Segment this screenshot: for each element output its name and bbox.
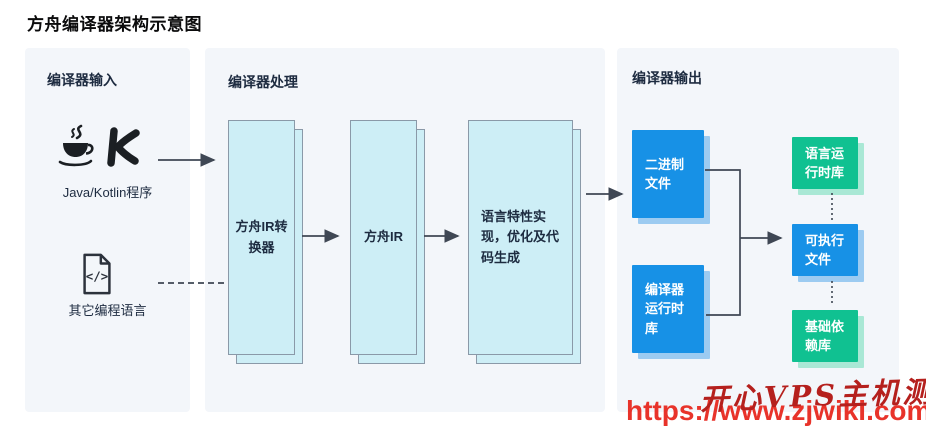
watermark-url: https://www.zjwiki.com	[626, 395, 926, 426]
java-kotlin-label: Java/Kotlin程序	[62, 185, 153, 200]
panel-input-title: 编译器输入	[47, 72, 117, 88]
java-icon	[56, 124, 98, 175]
process-box-label: 语言特性实现，优化及代码生成	[468, 120, 573, 355]
output-box-label: 基础依赖库	[805, 318, 845, 354]
kotlin-icon	[105, 126, 141, 173]
panel-output-title: 编译器输出	[632, 70, 702, 86]
output-box-label: 可执行文件	[805, 232, 845, 268]
process-box-ark-ir-converter: 方舟IR转换器	[228, 120, 303, 364]
process-box-label: 方舟IR	[350, 120, 417, 355]
panel-compiler-input: 编译器输入	[25, 48, 190, 412]
output-box-compiler-runtime: 编译器运行时库	[632, 265, 704, 353]
output-box-binary-file: 二进制文件	[632, 130, 704, 218]
output-box-label: 编译器运行时库	[645, 281, 685, 336]
process-box-label: 方舟IR转换器	[228, 120, 295, 355]
process-box-codegen: 语言特性实现，优化及代码生成	[468, 120, 581, 364]
code-file-icon: </>	[76, 251, 118, 302]
svg-text:</>: </>	[86, 269, 108, 284]
java-kotlin-icons	[56, 124, 141, 175]
other-language-label: 其它编程语言	[68, 303, 147, 318]
output-box-language-runtime: 语言运行时库	[792, 137, 858, 189]
output-box-executable-file: 可执行文件	[792, 224, 858, 276]
panel-process-title: 编译器处理	[228, 74, 298, 90]
output-box-base-dependency: 基础依赖库	[792, 310, 858, 362]
output-box-label: 二进制文件	[645, 156, 685, 192]
output-box-label: 语言运行时库	[805, 145, 845, 181]
watermark-site-name: 开心VPS主机测评	[699, 373, 926, 417]
process-box-ark-ir: 方舟IR	[350, 120, 425, 364]
page-title: 方舟编译器架构示意图	[27, 15, 202, 34]
